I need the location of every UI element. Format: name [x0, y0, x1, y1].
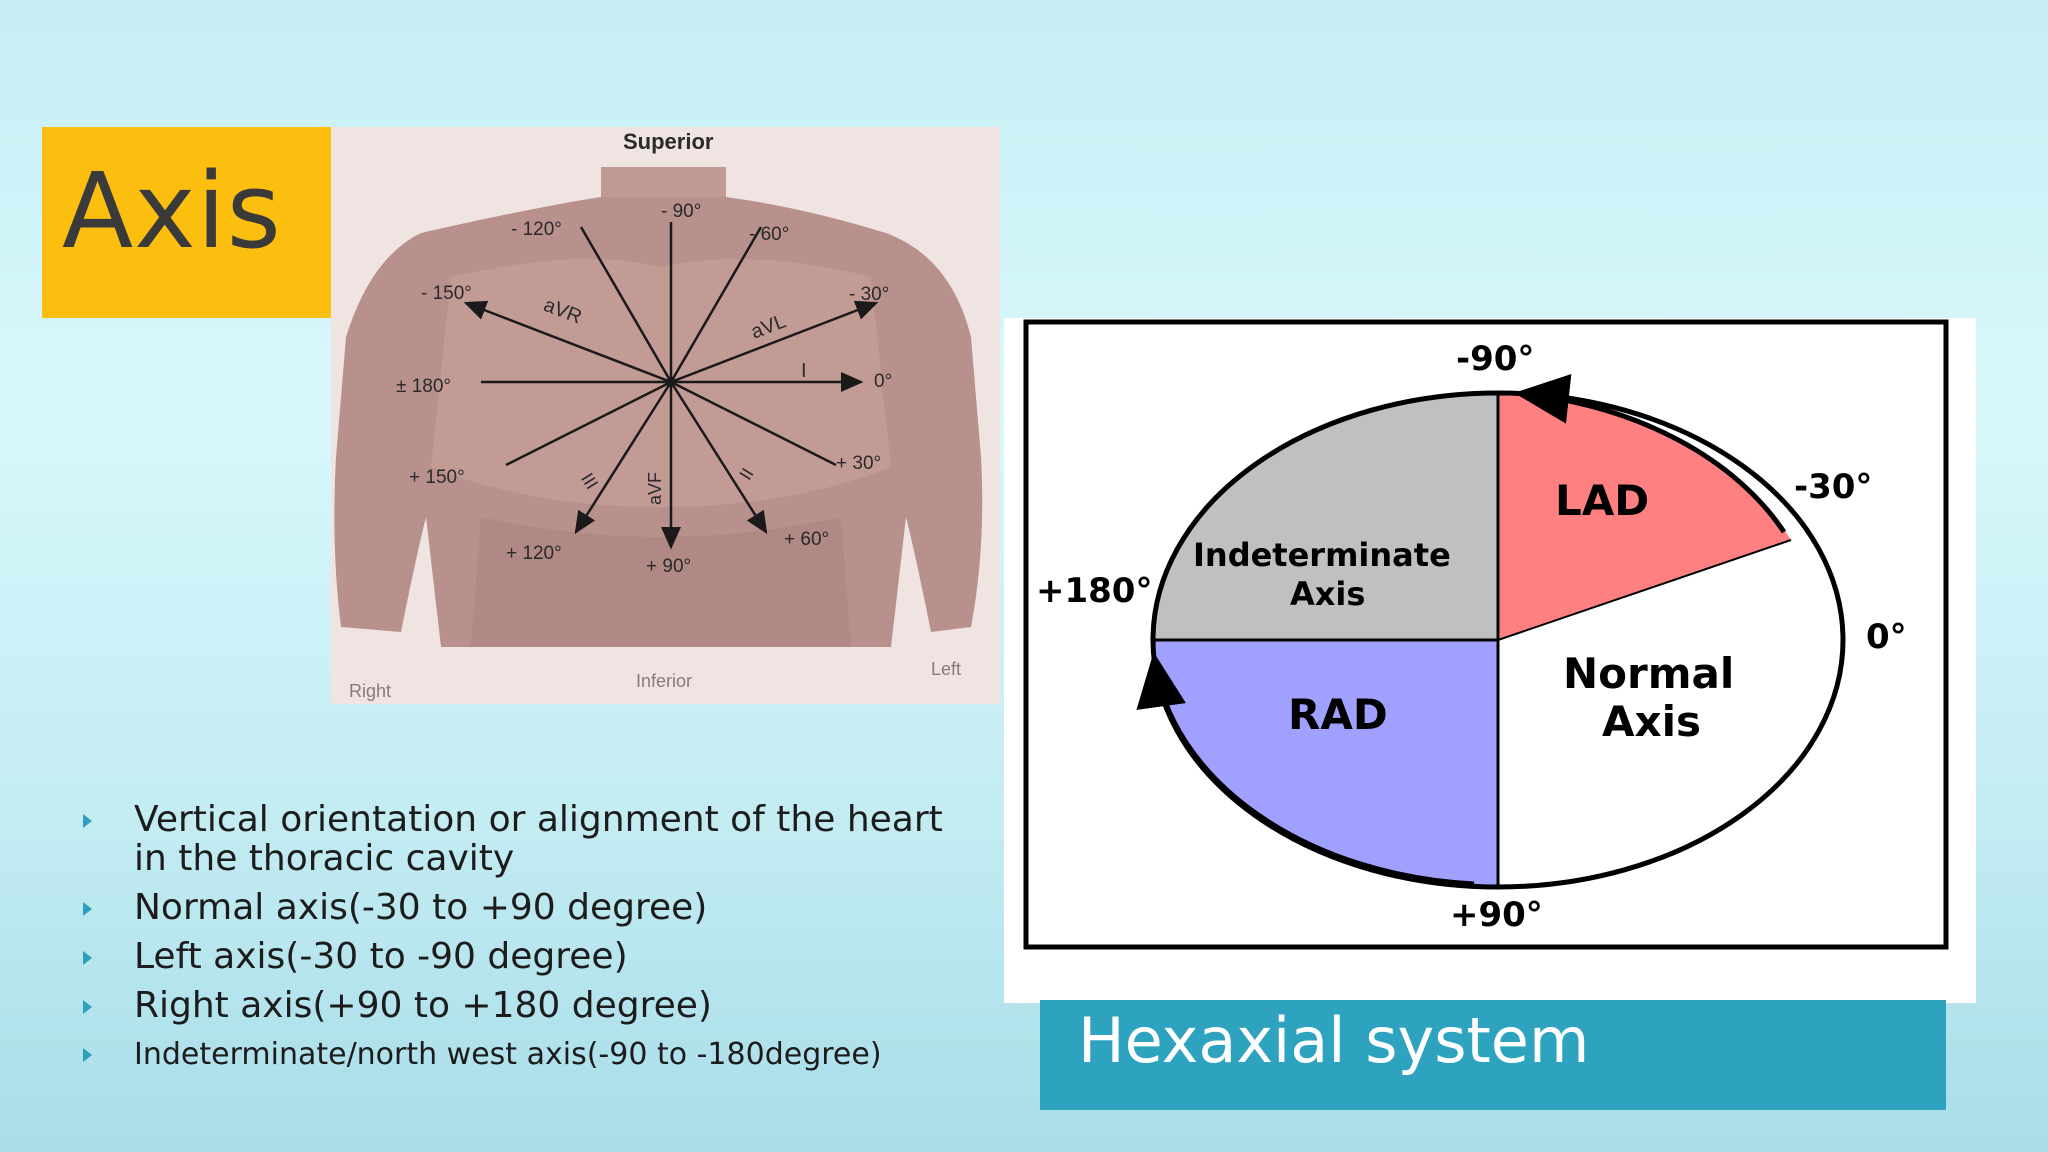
diagram-border — [1023, 319, 1949, 950]
label-plus180: +180° — [1036, 571, 1152, 611]
angle-label: + 150° — [409, 467, 465, 488]
angle-label: - 90° — [661, 201, 701, 222]
indeterminate-label: Indeterminate — [1193, 536, 1451, 574]
bullet-text: Right axis(+90 to +180 degree) — [134, 985, 712, 1026]
inferior-label: Inferior — [636, 671, 692, 691]
list-item: Right axis(+90 to +180 degree) — [80, 986, 980, 1025]
region-normal — [1498, 540, 1821, 887]
bullet-arrow-icon — [83, 1000, 92, 1014]
banner-title: Hexaxial system — [1078, 1004, 1590, 1077]
bullet-text: in the thoracic cavity — [134, 838, 515, 879]
angle-label: - 120° — [511, 219, 562, 240]
normal-label: Axis — [1602, 697, 1701, 746]
lad-label: LAD — [1555, 476, 1649, 525]
angle-label: + 90° — [646, 556, 691, 577]
lad-arrow — [1514, 373, 1787, 534]
chest-lead-diagram: Superior Inferior Right Left - 90° - 120… — [331, 127, 1000, 704]
bullet-text: Vertical orientation or alignment of the… — [134, 799, 943, 840]
lead-label-i: I — [801, 360, 807, 382]
label-plus90: +90° — [1450, 895, 1543, 935]
angle-label: - 150° — [421, 283, 472, 304]
indeterminate-label: Axis — [1290, 575, 1365, 613]
list-item: Vertical orientation or alignment of the… — [80, 800, 980, 878]
angle-label: ± 180° — [396, 376, 451, 397]
region-lad — [1498, 393, 1791, 640]
list-item: Normal axis(-30 to +90 degree) — [80, 888, 980, 927]
angle-label: + 120° — [506, 543, 562, 564]
slide-title: Axis — [62, 150, 282, 272]
lead-label-avf: aVF — [645, 472, 665, 505]
bullet-arrow-icon — [83, 951, 92, 965]
bullet-list: Vertical orientation or alignment of the… — [80, 800, 980, 1075]
list-item: Left axis(-30 to -90 degree) — [80, 937, 980, 976]
bullet-text: Indeterminate/north west axis(-90 to -18… — [134, 1037, 882, 1072]
label-minus90: -90° — [1456, 339, 1534, 379]
angle-label: + 30° — [836, 453, 881, 474]
hexaxial-banner — [1040, 1000, 1946, 1110]
angle-label: 0° — [874, 371, 892, 392]
rad-label: RAD — [1288, 690, 1388, 739]
bullet-arrow-icon — [83, 1048, 92, 1062]
right-label: Right — [349, 681, 391, 701]
normal-label: Normal — [1563, 649, 1734, 698]
label-minus30: -30° — [1794, 467, 1872, 507]
region-rad — [1153, 640, 1498, 887]
label-zero: 0° — [1866, 617, 1907, 657]
hexaxial-diagram: -90° -30° 0° +180° +90° LAD Indeterminat… — [1004, 318, 1976, 1003]
bullet-text: Normal axis(-30 to +90 degree) — [134, 887, 708, 928]
bullet-arrow-icon — [83, 902, 92, 916]
bullet-text: Left axis(-30 to -90 degree) — [134, 936, 628, 977]
left-label: Left — [931, 659, 961, 679]
list-item: Indeterminate/north west axis(-90 to -18… — [80, 1035, 980, 1075]
superior-label: Superior — [623, 129, 714, 154]
title-box — [42, 127, 331, 318]
rad-arrow — [1136, 652, 1475, 887]
angle-label: + 60° — [784, 529, 829, 550]
angle-label: - 60° — [749, 224, 789, 245]
angle-label: - 30° — [849, 284, 889, 305]
bullet-arrow-icon — [83, 814, 92, 828]
region-indeterminate — [1153, 393, 1498, 640]
